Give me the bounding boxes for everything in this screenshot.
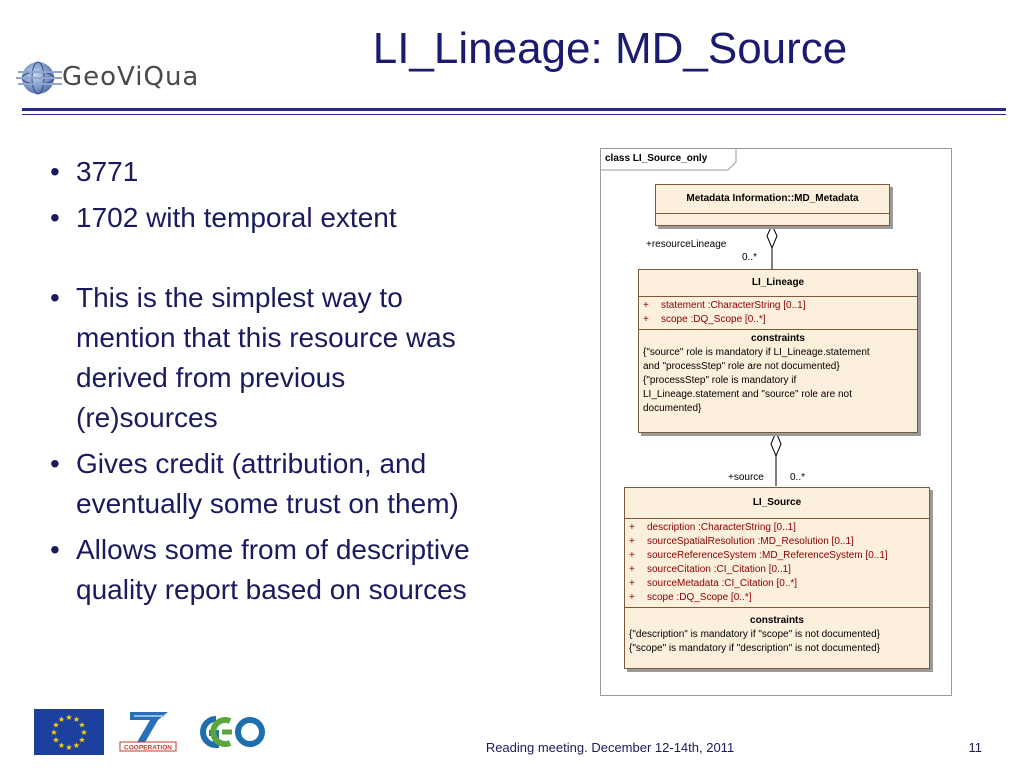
geoviqua-logo xyxy=(16,56,216,100)
bullet-item: • Gives credit (attribution, and eventua… xyxy=(50,444,570,524)
svg-text:COOPERATION: COOPERATION xyxy=(124,745,172,752)
bullet-line: (re)sources xyxy=(76,402,218,433)
uml-attribute: +sourceCitation :CI_Citation [0..1] xyxy=(629,564,791,575)
assoc-role-label: +source xyxy=(728,472,764,483)
logo-wordmark: GeoViQua xyxy=(62,62,200,92)
uml-attribute: +scope :DQ_Scope [0..*] xyxy=(643,314,766,325)
bullet-line: mention that this resource was xyxy=(76,322,456,353)
eu-star-icon: ★ xyxy=(52,721,59,730)
bullet-dot: • xyxy=(50,448,60,479)
assoc-role-label: +resourceLineage xyxy=(646,239,727,250)
page-number: 11 xyxy=(968,740,983,755)
uml-attributes: +statement :CharacterString [0..1] +scop… xyxy=(639,297,917,330)
uml-constraints: constraints {"source" role is mandatory … xyxy=(643,333,870,414)
assoc-multiplicity-label: 0..* xyxy=(790,472,806,483)
bullet-line: 1702 with temporal extent xyxy=(76,202,397,233)
eu-star-icon: ★ xyxy=(80,728,87,737)
eu-star-icon: ★ xyxy=(73,741,80,750)
bullet-dot: • xyxy=(50,534,60,565)
bullet-dot: • xyxy=(50,202,60,233)
uml-attribute: +sourceSpatialResolution :MD_Resolution … xyxy=(629,536,854,547)
fp7-cooperation-logo: COOPERATION xyxy=(118,708,178,754)
uml-attribute: +sourceMetadata :CI_Citation [0..*] xyxy=(629,578,798,589)
bullet-line: quality report based on sources xyxy=(76,574,467,605)
uml-frame-tab: class LI_Source_only xyxy=(600,148,737,171)
bullet-line: 3771 xyxy=(76,156,139,187)
eu-star-icon: ★ xyxy=(65,713,72,722)
eu-star-icon: ★ xyxy=(50,728,57,737)
uml-attributes: +description :CharacterString [0..1] +so… xyxy=(625,519,929,608)
uml-constraints: constraints {"description" is mandatory … xyxy=(629,615,881,654)
uml-attribute: +scope :DQ_Scope [0..*] xyxy=(629,592,752,603)
uml-class-name: LI_Lineage xyxy=(639,270,917,297)
bullet-line: derived from previous xyxy=(76,362,346,393)
uml-class-li-source: LI_Source +description :CharacterString … xyxy=(624,487,930,669)
fp7-seven-icon: COOPERATION xyxy=(119,712,177,752)
eu-star-icon: ★ xyxy=(65,743,72,752)
eu-star-icon: ★ xyxy=(73,715,80,724)
bullet-item: • Allows some from of descriptive qualit… xyxy=(50,530,570,610)
eu-star-icon: ★ xyxy=(58,715,65,724)
bullet-line: This is the simplest way to xyxy=(76,282,403,313)
header-rule-thick xyxy=(22,108,1006,111)
eu-flag-logo: ★★★★★★★★★★★★ xyxy=(34,709,104,755)
aggregation-diamond-icon xyxy=(770,430,782,458)
eu-star-icon: ★ xyxy=(58,741,65,750)
uml-frame-label: class LI_Source_only xyxy=(605,153,708,164)
uml-attribute: +statement :CharacterString [0..1] xyxy=(643,300,806,311)
bullet-line: Gives credit (attribution, and xyxy=(76,448,427,479)
assoc-multiplicity-label: 0..* xyxy=(742,252,758,263)
globe-icon xyxy=(16,61,62,95)
eu-star-icon: ★ xyxy=(52,736,59,745)
uml-connectors xyxy=(766,223,782,486)
bullet-list: • 3771 • 1702 with temporal extent • Thi… xyxy=(50,152,570,610)
bullet-item: • 3771 xyxy=(50,152,570,192)
eu-star-icon: ★ xyxy=(78,721,85,730)
geo-rings-icon xyxy=(200,716,265,749)
uml-class-md-metadata: Metadata Information::MD_Metadata xyxy=(655,184,890,226)
header-rule-thin xyxy=(22,114,1006,115)
uml-class-name: LI_Source xyxy=(625,488,929,519)
page-title: LI_Lineage: MD_Source xyxy=(372,24,848,73)
footer-text: Reading meeting. December 12-14th, 2011 xyxy=(485,740,735,755)
bullet-line: eventually some trust on them) xyxy=(76,488,459,519)
uml-attribute: +description :CharacterString [0..1] xyxy=(629,522,796,533)
bullet-line: Allows some from of descriptive xyxy=(76,534,470,565)
uml-class-name: Metadata Information::MD_Metadata xyxy=(656,185,889,214)
bullet-dot: • xyxy=(50,282,60,313)
eu-stars-icon: ★★★★★★★★★★★★ xyxy=(34,709,104,755)
bullet-item: • This is the simplest way to mention th… xyxy=(50,278,570,438)
bullet-dot: • xyxy=(50,156,60,187)
geo-logo xyxy=(192,711,268,753)
aggregation-diamond-icon xyxy=(766,223,778,250)
uml-attribute: +sourceReferenceSystem :MD_ReferenceSyst… xyxy=(629,550,888,561)
uml-class-li-lineage: LI_Lineage +statement :CharacterString [… xyxy=(638,269,918,433)
eu-star-icon: ★ xyxy=(78,736,85,745)
bullet-item: • 1702 with temporal extent xyxy=(50,198,570,238)
